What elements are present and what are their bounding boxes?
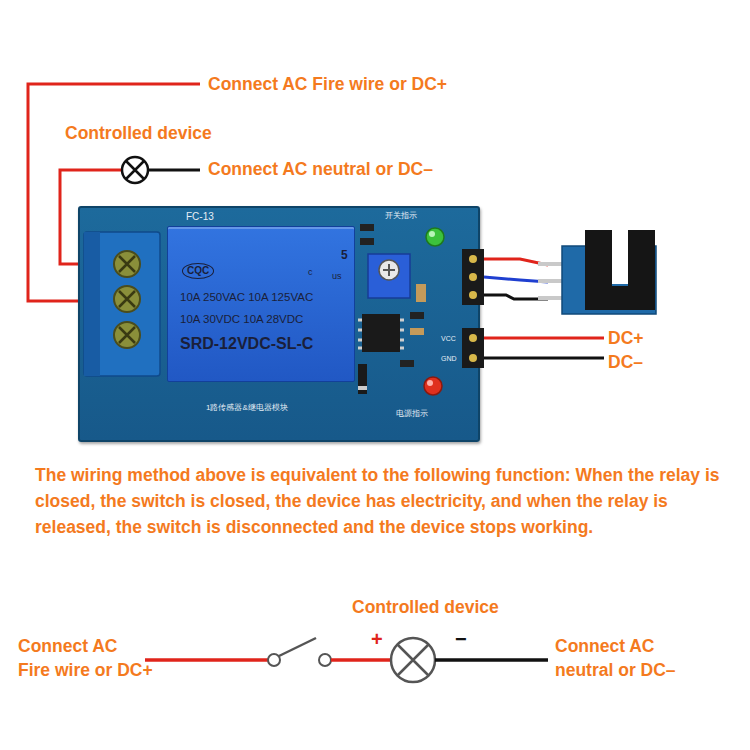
supply-pin-name: DC+ — [608, 328, 644, 348]
wire-note: Connect AC Fire wire or DC+ — [208, 74, 447, 94]
slot-sensor-module — [538, 230, 656, 314]
board-caption: 1路传感器&继电器模块 — [206, 403, 288, 412]
sensor-wires — [484, 259, 548, 299]
relay-rating: 10A 30VDC 10A 28VDC — [180, 313, 303, 326]
device-wire — [331, 658, 391, 662]
cert-mark: us — [332, 271, 342, 281]
board-model: FC-13 — [186, 211, 214, 223]
supply-pin-name: DC– — [608, 352, 643, 372]
device-note: Controlled device — [352, 597, 499, 617]
dc-minus-wire — [484, 357, 604, 360]
sensor-slot — [612, 232, 628, 284]
relay-pin-count: 5 — [341, 249, 348, 263]
cert-mark: c — [308, 267, 313, 277]
sensor-pin — [538, 296, 568, 300]
relay-model: SRD-12VDC-SL-C — [180, 335, 313, 353]
sensor-fork-right — [628, 230, 655, 306]
live-wire — [145, 658, 268, 662]
relay-body: CQC c 5 us 10A 250VAC 10A 125VAC 10A 30VDC 10… — [167, 226, 355, 382]
wire-note: Connect AC neutral or DC– — [208, 159, 433, 179]
power-wires — [484, 338, 604, 358]
wire-note: Connect AC Fire wire or DC+ — [18, 634, 154, 682]
sensor-pin — [538, 262, 568, 266]
neutral-wire — [148, 169, 200, 172]
switch-lever — [279, 638, 316, 656]
led-caption: 开关指示 — [385, 211, 417, 220]
sensor-gnd-wire — [484, 295, 548, 299]
pin-name: GND — [441, 355, 457, 363]
equivalent-circuit — [145, 638, 548, 682]
dc-plus-wire — [484, 337, 604, 340]
explanation-note: The wiring method above is equivalent to… — [35, 462, 735, 540]
sensor-pin — [538, 279, 568, 283]
switch-contact — [268, 654, 280, 666]
sensor-fork-base — [585, 286, 655, 310]
device-note: Controlled device — [65, 123, 212, 143]
lamp-circle — [122, 157, 148, 183]
led-caption: 电源指示 — [396, 409, 428, 418]
sensor-board — [562, 246, 656, 314]
sensor-out-wire — [484, 277, 548, 282]
sensor-vcc-wire — [484, 259, 548, 265]
neutral-wire — [435, 658, 548, 662]
polarity-sign: − — [455, 628, 467, 651]
cert-mark: CQC — [182, 263, 214, 279]
lamp-cross — [398, 645, 429, 676]
switch-contact — [319, 654, 331, 666]
relay-module-board: FC-13 开关指示 VCC GND 电源指示 1路传感器&继电器模块 CQC c 5 us 10A… — [78, 206, 480, 442]
sensor-fork-left — [585, 230, 612, 306]
pin-name: VCC — [441, 335, 456, 343]
polarity-sign: + — [371, 628, 383, 651]
wire-note: Connect AC neutral or DC– — [555, 634, 705, 682]
relay-rating: 10A 250VAC 10A 125VAC — [180, 291, 313, 304]
lamp-symbol — [122, 157, 148, 183]
lamp-cross — [126, 161, 144, 179]
lamp-circle — [391, 638, 435, 682]
